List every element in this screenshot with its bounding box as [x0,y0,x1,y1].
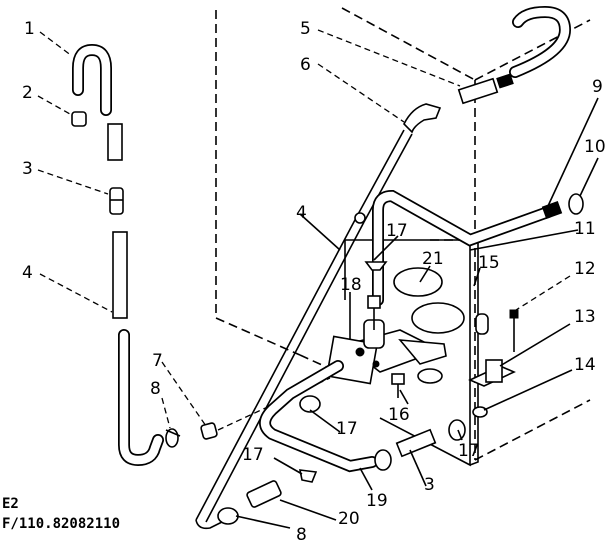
footer-line-2: F/110.82082110 [2,516,120,532]
washer-part-14 [472,406,488,418]
callout-1: 1 [24,19,35,39]
clamp-part-8-lower [217,507,239,525]
callout-21: 21 [422,249,444,269]
callout-17-lower: 17 [242,445,264,465]
clamp-part-17-b [374,449,392,471]
bracket-part-13 [468,359,516,387]
callout-14: 14 [574,355,596,375]
callout-16: 16 [388,405,410,425]
plug-part-7 [200,422,218,440]
callout-8: 8 [150,379,161,399]
tube-part-19 [259,360,378,473]
tube-segment [107,123,123,161]
plug-part-11 [475,313,489,335]
tube-bottom-bend [195,519,223,530]
callout-17-mid: 17 [336,419,358,439]
hose-top-right [509,5,572,78]
hose-part-1 [72,43,112,116]
connector-part-3 [109,187,124,215]
footer-line-1: E2 [2,496,19,512]
callouts: 1 2 3 4 4 5 6 7 8 8 9 10 11 12 13 14 15 … [22,19,606,545]
tube-part-4-left [112,231,128,319]
connector-part-3-right [395,428,437,458]
screw-part-12 [509,309,519,352]
tube-j-lower [118,329,164,467]
valve-assembly [325,267,465,385]
callout-17-top: 17 [386,221,408,241]
callout-11: 11 [574,219,596,239]
callout-13: 13 [574,307,596,327]
callout-3: 3 [22,159,33,179]
clamp-part-8-left [165,428,181,448]
callout-4: 4 [22,263,33,283]
clamp-part-17-c [448,419,466,441]
callout-15: 15 [478,253,500,273]
callout-19: 19 [366,491,388,511]
elbow-part-6 [403,103,442,134]
clip-part-17-lower [298,469,318,483]
callout-7: 7 [152,351,163,371]
coupling-part-5 [457,73,514,105]
fitting-part-20 [246,480,282,508]
tube-part-4-right [195,129,413,523]
callout-17-right: 17 [458,441,480,461]
footer-code: E2 F/110.82082110 [2,496,120,532]
tube-part-9 [372,189,563,306]
screw-part-16 [391,373,405,398]
leader-lines [37,29,599,529]
callout-18: 18 [340,275,362,295]
callout-8-lower: 8 [296,525,307,545]
callout-10: 10 [584,137,606,157]
callout-9: 9 [592,77,603,97]
fitting-part-2 [71,111,87,127]
callout-2: 2 [22,83,33,103]
callout-4-right: 4 [296,203,307,223]
callout-5: 5 [300,19,311,39]
callout-20: 20 [338,509,360,529]
clamp-part-10 [568,193,584,215]
callout-6: 6 [300,55,311,75]
callout-3-right: 3 [424,475,435,495]
callout-12: 12 [574,259,596,279]
clamp-part-17-a [299,395,321,413]
clip-part-17-top [364,261,388,271]
